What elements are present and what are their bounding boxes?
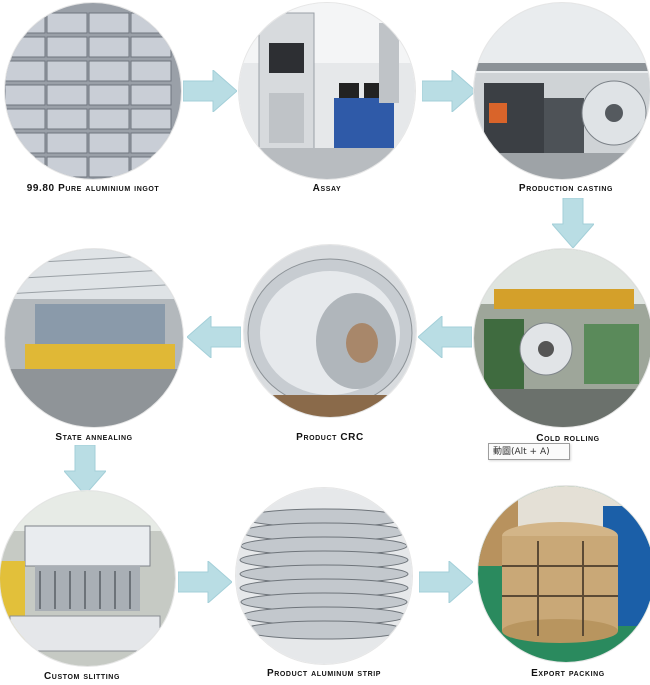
step-label-ingot: 99.80 Pure aluminium ingot: [26, 183, 160, 194]
arrow-left-2: [418, 316, 472, 358]
step-label-assay: Assay: [312, 183, 342, 194]
step-label-packing: Export packing: [531, 668, 605, 679]
step-label-annealing: State annealing: [55, 432, 133, 443]
slitting-photo: [0, 491, 175, 666]
strip-photo: [236, 488, 412, 664]
arrow-down-2: [64, 445, 106, 495]
step-label-crc: Product CRC: [296, 432, 364, 443]
packing-photo: [478, 486, 650, 662]
arrow-down-1: [552, 198, 594, 248]
casting-photo: [474, 3, 650, 179]
tooltip: 動圖(Alt + A): [488, 443, 570, 460]
arrow-right-1: [183, 70, 237, 112]
arrow-right-4: [419, 561, 473, 603]
arrow-right-2: [422, 70, 476, 112]
step-label-strip: Product aluminum strip: [266, 668, 382, 679]
step-label-cold-rolling: Cold rolling: [536, 433, 600, 444]
arrow-right-3: [178, 561, 232, 603]
arrow-left-1: [187, 316, 241, 358]
crc-photo: [244, 245, 416, 417]
step-label-slitting: Custom slitting: [43, 671, 121, 682]
cold-rolling-photo: [474, 249, 650, 427]
step-label-casting: Production casting: [518, 183, 614, 194]
annealing-photo: [5, 249, 183, 427]
ingot-photo: [5, 3, 181, 179]
assay-photo: [239, 3, 415, 179]
